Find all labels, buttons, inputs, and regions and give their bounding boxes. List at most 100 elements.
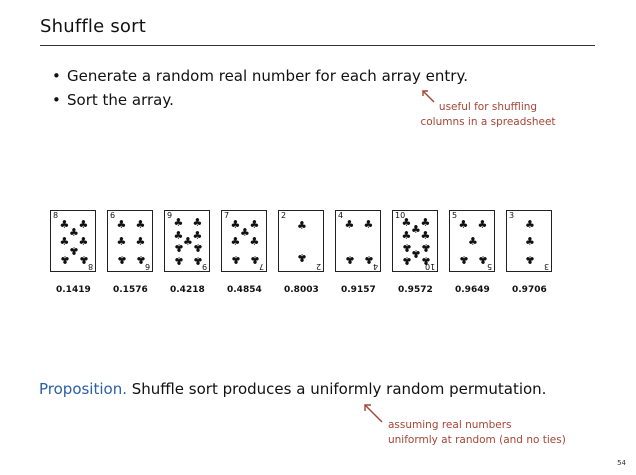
club-icon: ♣ (173, 229, 184, 242)
bullet-item: Generate a random real number for each a… (52, 64, 468, 88)
club-icon: ♣ (78, 235, 89, 248)
card-rank: 4 (338, 211, 344, 220)
club-icon: ♣ (525, 252, 535, 266)
arrow-icon (364, 404, 383, 423)
bullet-list: Generate a random real number for each a… (52, 64, 468, 112)
club-icon: ♣ (411, 247, 421, 260)
random-value: 0.9157 (341, 285, 376, 295)
club-icon: ♣ (173, 216, 184, 229)
club-icon: ♣ (78, 217, 89, 231)
club-icon: ♣ (192, 254, 203, 267)
club-icon: ♣ (401, 229, 412, 242)
annotation-line: uniformly at random (and no ties) (388, 434, 566, 446)
club-icon: ♣ (363, 217, 374, 231)
club-icon: ♣ (192, 229, 203, 242)
club-icon: ♣ (420, 254, 431, 267)
card-rank: 8 (53, 211, 59, 220)
random-value: 0.9649 (455, 285, 490, 295)
proposition-label: Proposition. (39, 380, 127, 398)
club-icon: ♣ (411, 223, 421, 236)
club-icon: ♣ (116, 252, 127, 266)
proposition-text: Shuffle sort produces a uniformly random… (131, 380, 547, 398)
club-icon: ♣ (249, 252, 260, 266)
arrow-icon (422, 90, 435, 103)
card-rank: 7 (224, 211, 230, 220)
card-pips: ♣ ♣ ♣ ♣ ♣ ♣ (112, 217, 150, 267)
club-icon: ♣ (297, 219, 307, 232)
club-icon: ♣ (240, 226, 250, 239)
page-number: 54 (617, 459, 626, 467)
club-icon: ♣ (135, 217, 146, 231)
card-rank: 6 (110, 211, 116, 220)
club-icon: ♣ (249, 217, 260, 231)
annotation-assumption: assuming real numbers uniformly at rando… (388, 418, 568, 448)
proposition: Proposition. Shuffle sort produces a uni… (39, 380, 546, 398)
club-icon: ♣ (59, 252, 70, 266)
club-icon: ♣ (192, 216, 203, 229)
club-icon: ♣ (477, 252, 488, 266)
random-value: 0.1419 (56, 285, 91, 295)
club-icon: ♣ (69, 244, 79, 257)
random-value: 0.4218 (170, 285, 205, 295)
club-icon: ♣ (401, 254, 412, 267)
card-pips: ♣♣♣♣♣♣♣♣ (55, 217, 93, 267)
card-rank: 5 (452, 211, 458, 220)
card-rank: 2 (281, 211, 287, 220)
card-pips: ♣♣♣♣♣♣♣♣♣ (169, 217, 207, 267)
club-icon: ♣ (363, 252, 374, 266)
card-pips: ♣♣♣♣ (340, 217, 378, 267)
club-icon: ♣ (249, 235, 260, 248)
club-icon: ♣ (420, 229, 431, 242)
club-icon: ♣ (173, 254, 184, 267)
club-icon: ♣ (525, 235, 535, 248)
slide-title: Shuffle sort (40, 16, 146, 37)
club-icon: ♣ (230, 252, 241, 266)
club-icon: ♣ (116, 235, 127, 248)
club-icon: ♣ (458, 252, 469, 266)
club-icon: ♣ (116, 217, 127, 231)
title-divider (40, 45, 595, 46)
club-icon: ♣ (183, 235, 193, 248)
club-icon: ♣ (230, 235, 241, 248)
club-icon: ♣ (69, 226, 79, 239)
club-icon: ♣ (344, 252, 355, 266)
club-icon: ♣ (468, 235, 478, 248)
club-icon: ♣ (59, 217, 70, 231)
club-icon: ♣ (78, 252, 89, 266)
club-icon: ♣ (401, 241, 412, 254)
annotation-spreadsheet: useful for shuffling columns in a spread… (418, 100, 558, 130)
annotation-line: columns in a spreadsheet (420, 116, 556, 128)
club-icon: ♣ (230, 217, 241, 231)
card-rank: 3 (509, 211, 515, 220)
annotation-line: useful for shuffling (438, 101, 538, 113)
card-pips: ♣ ♣ ♣ (511, 217, 549, 267)
card-pips: ♣♣♣♣♣ (454, 217, 492, 267)
club-icon: ♣ (192, 241, 203, 254)
club-icon: ♣ (401, 216, 412, 229)
card-pips: ♣♣♣♣♣♣♣♣♣♣ (397, 217, 435, 267)
random-value: 0.4854 (227, 285, 262, 295)
club-icon: ♣ (135, 235, 146, 248)
card-pips: ♣♣♣♣♣♣♣ (226, 217, 264, 267)
club-icon: ♣ (525, 217, 535, 231)
club-icon: ♣ (59, 235, 70, 248)
club-icon: ♣ (297, 251, 307, 264)
card-rank: 9 (167, 211, 173, 220)
random-value: 0.9572 (398, 285, 433, 295)
card-rank: 10 (395, 211, 406, 220)
club-icon: ♣ (477, 217, 488, 231)
random-value: 0.9706 (512, 285, 547, 295)
club-icon: ♣ (135, 252, 146, 266)
club-icon: ♣ (420, 216, 431, 229)
random-value: 0.1576 (113, 285, 148, 295)
